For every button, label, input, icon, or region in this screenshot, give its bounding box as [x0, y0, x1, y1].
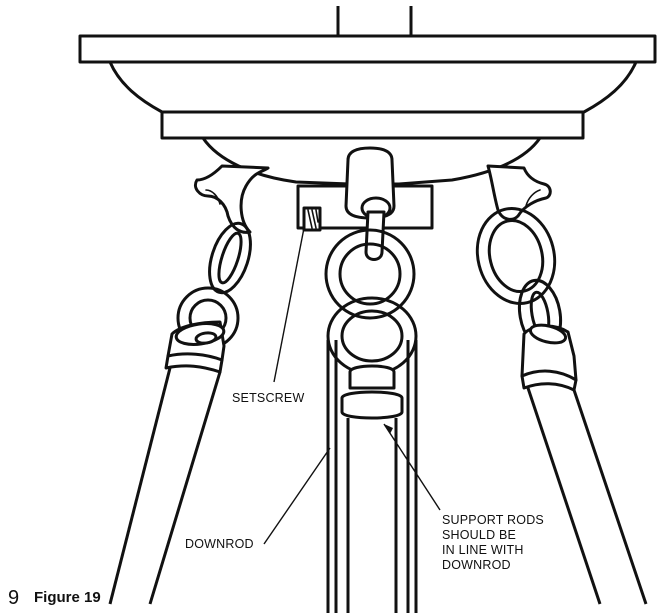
- left-hook: [193, 164, 270, 234]
- svg-text:DOWNROD: DOWNROD: [442, 558, 511, 572]
- canopy-lower-band: [160, 110, 585, 140]
- figure-caption: Figure 19: [34, 589, 101, 606]
- left-support-rod: [108, 367, 222, 605]
- setscrew-label: SETSCREW: [232, 391, 304, 405]
- support-rods-leader: [383, 423, 441, 511]
- right-support-rod: [526, 387, 648, 605]
- canopy-top-plate: [78, 34, 657, 64]
- downrod: [326, 340, 418, 613]
- downrod-leader: [263, 447, 331, 545]
- svg-text:SUPPORT RODS: SUPPORT RODS: [442, 513, 544, 527]
- right-hook: [486, 164, 552, 221]
- svg-text:SHOULD BE: SHOULD BE: [442, 528, 516, 542]
- downrod-label: DOWNROD: [185, 537, 254, 551]
- support-rods-label: SUPPORT RODS SHOULD BE IN LINE WITH DOWN…: [442, 513, 544, 572]
- center-support-rod: [340, 364, 404, 613]
- supply-wires: [336, 6, 413, 36]
- svg-text:IN LINE WITH: IN LINE WITH: [442, 543, 524, 557]
- canopy-bowl: [108, 60, 638, 114]
- page-number: 9: [8, 587, 19, 609]
- center-hanger: [344, 146, 396, 261]
- right-rod-cap: [520, 323, 578, 392]
- support-rods-arrowhead: [384, 424, 393, 434]
- left-rod-cap: [164, 320, 226, 374]
- center-lower-link: [326, 296, 418, 376]
- center-ring: [324, 228, 416, 320]
- setscrew-leader: [273, 227, 305, 383]
